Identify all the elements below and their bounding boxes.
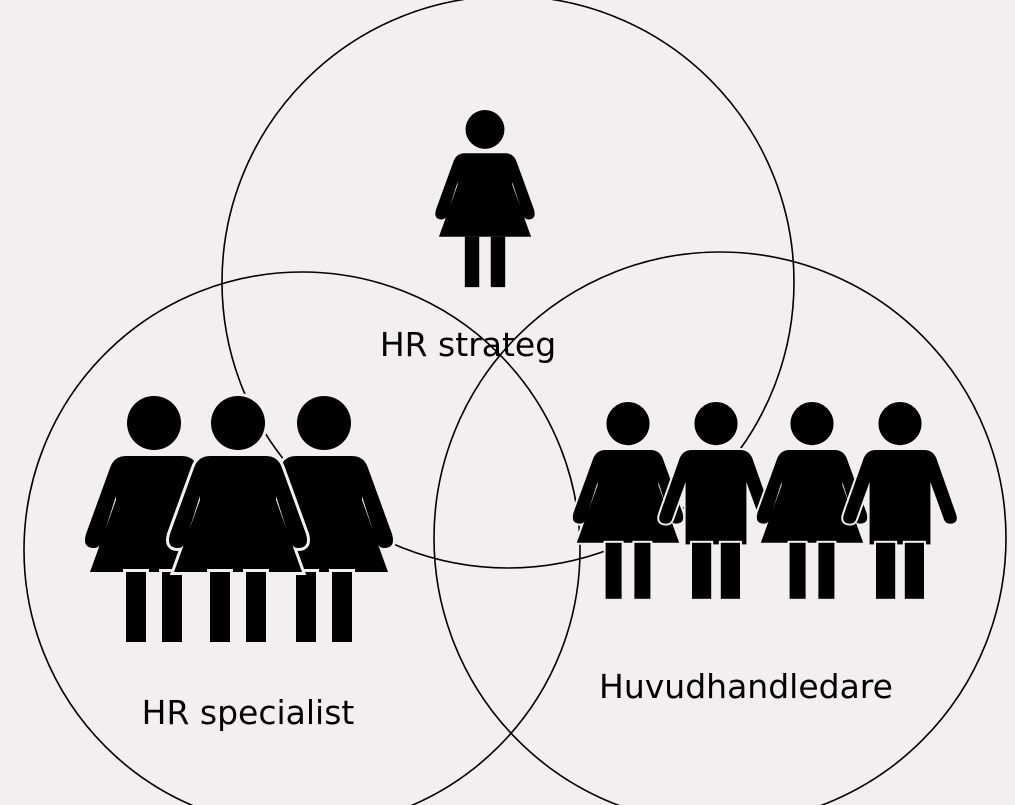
circle-hr-specialist [23,271,581,805]
person-icon [169,396,307,642]
group-label-hr-strateg: HR strateg [380,325,556,364]
circle-hr-strateg [221,0,795,569]
group-huvudhandledare: Huvudhandledare [573,402,957,706]
person-icon [435,110,535,288]
group-label-huvudhandledare: Huvudhandledare [599,667,893,706]
group-hr-strateg: HR strateg [380,110,556,364]
venn-circles [23,0,1007,805]
circle-huvudhandledare [433,251,1007,805]
person-icon [659,402,773,599]
group-hr-specialist: HR specialist [85,396,393,732]
group-label-hr-specialist: HR specialist [142,693,355,732]
person-icon [843,402,957,599]
